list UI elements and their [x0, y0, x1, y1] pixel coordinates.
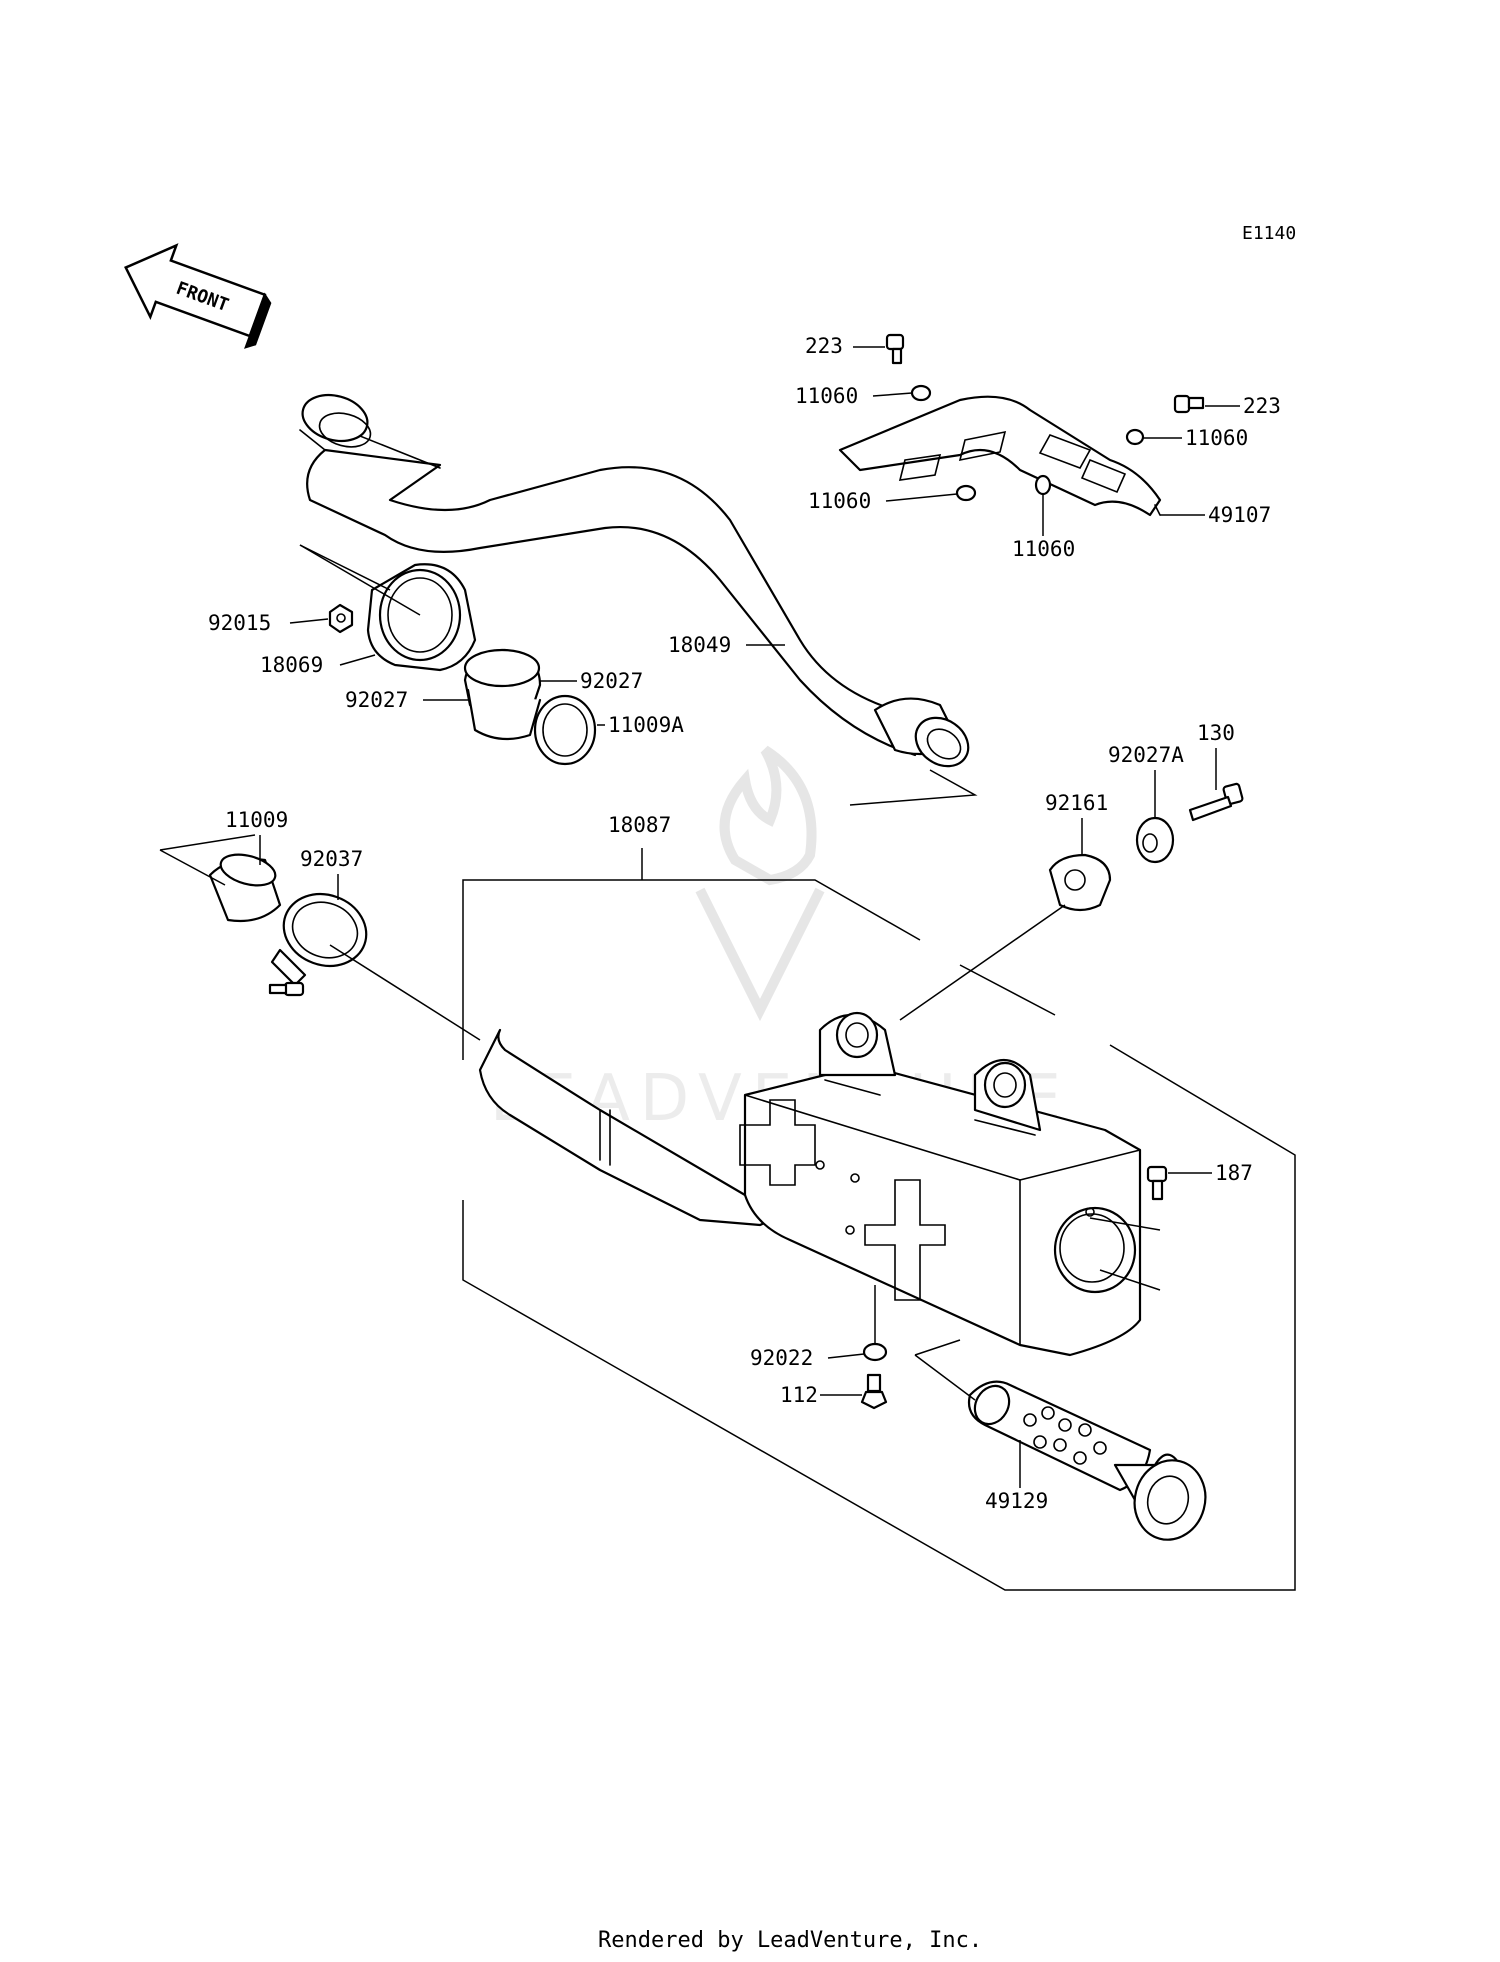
damper-leader [899, 904, 1066, 1021]
label-130: 130 [1197, 721, 1235, 790]
gasket-92027 [463, 648, 542, 741]
svg-text:92027: 92027 [345, 688, 408, 712]
label-11060-d: 11060 [1012, 495, 1075, 561]
label-92022: 92022 [750, 1346, 865, 1370]
label-92015: 92015 [208, 611, 329, 635]
label-92027A: 92027A [1108, 743, 1184, 818]
svg-text:92027A: 92027A [1108, 743, 1184, 767]
nut-92015 [328, 603, 354, 634]
bolt-112 [860, 1373, 888, 1410]
exhaust-pipe [299, 393, 970, 768]
label-18087: 18087 [608, 813, 671, 837]
footer-credit: Rendered by LeadVenture, Inc. [598, 1928, 982, 1953]
svg-text:49107: 49107 [1208, 503, 1271, 527]
flange-18069 [366, 563, 477, 672]
damper-92161 [1048, 853, 1112, 912]
svg-text:130: 130 [1197, 721, 1235, 745]
svg-text:92037: 92037 [300, 847, 363, 871]
muffler-18087 [478, 1011, 1142, 1357]
washer-11060-b [1125, 428, 1145, 446]
washer-92022 [862, 1342, 888, 1362]
label-92027-right: 92027 [540, 669, 643, 693]
svg-text:11009: 11009 [225, 808, 288, 832]
svg-text:92161: 92161 [1045, 791, 1108, 815]
washer-11060-a [910, 384, 932, 402]
label-11060-a: 11060 [795, 384, 913, 408]
label-49107: 49107 [1160, 503, 1271, 527]
svg-text:92022: 92022 [750, 1346, 813, 1370]
bolt-223-right [1173, 394, 1205, 414]
svg-text:187: 187 [1215, 1161, 1253, 1185]
front-arrow: FRONT [124, 243, 272, 349]
bolt-130 [1188, 782, 1244, 822]
label-187: 187 [1168, 1161, 1253, 1185]
svg-text:11060: 11060 [1012, 537, 1075, 561]
muffler-group-frame [462, 879, 1296, 1591]
svg-text:11060: 11060 [795, 384, 858, 408]
label-112: 112 [780, 1383, 862, 1407]
washer-11060-d [1034, 474, 1052, 496]
label-92037: 92037 [300, 847, 363, 900]
svg-text:18069: 18069 [260, 653, 323, 677]
bolt-223-top [885, 333, 905, 365]
gasket-11009A [533, 694, 597, 766]
pipe-outlet-leader [849, 769, 978, 806]
label-18049: 18049 [668, 633, 785, 657]
label-11060-c: 11060 [808, 489, 958, 513]
gasket-leader-b [299, 544, 421, 616]
label-11009: 11009 [225, 808, 288, 865]
svg-text:112: 112 [780, 1383, 818, 1407]
label-92027-left: 92027 [345, 688, 468, 712]
label-49129: 49129 [985, 1440, 1048, 1513]
label-11060-b: 11060 [1143, 426, 1248, 450]
heat-guard [838, 395, 1162, 517]
diagram-code: E1140 [1242, 223, 1296, 244]
spark-arrestor-49129 [967, 1380, 1207, 1541]
gasket-11009-leader [159, 834, 256, 886]
svg-text:49129: 49129 [985, 1489, 1048, 1513]
svg-text:11060: 11060 [1185, 426, 1248, 450]
svg-text:18087: 18087 [608, 813, 671, 837]
svg-text:223: 223 [1243, 394, 1281, 418]
collar-92027A [1135, 816, 1175, 864]
label-92161: 92161 [1045, 791, 1108, 855]
gasket-11009 [208, 853, 282, 923]
svg-text:11060: 11060 [808, 489, 871, 513]
tailpipe-leader [1089, 1217, 1161, 1291]
svg-text:92027: 92027 [580, 669, 643, 693]
bolt-187 [1146, 1165, 1168, 1201]
arrestor-leader [914, 1339, 976, 1401]
clamp-92037 [268, 893, 368, 997]
svg-text:18049: 18049 [668, 633, 731, 657]
gasket-leader-a [299, 544, 391, 591]
label-11009A: 11009A [597, 713, 684, 737]
clamp-leader [329, 944, 481, 1041]
svg-text:92015: 92015 [208, 611, 271, 635]
svg-text:11009A: 11009A [608, 713, 684, 737]
label-223-top: 223 [805, 334, 885, 358]
washer-11060-c [955, 484, 977, 502]
label-223-right: 223 [1205, 394, 1281, 418]
label-18069: 18069 [260, 653, 376, 677]
svg-text:223: 223 [805, 334, 843, 358]
